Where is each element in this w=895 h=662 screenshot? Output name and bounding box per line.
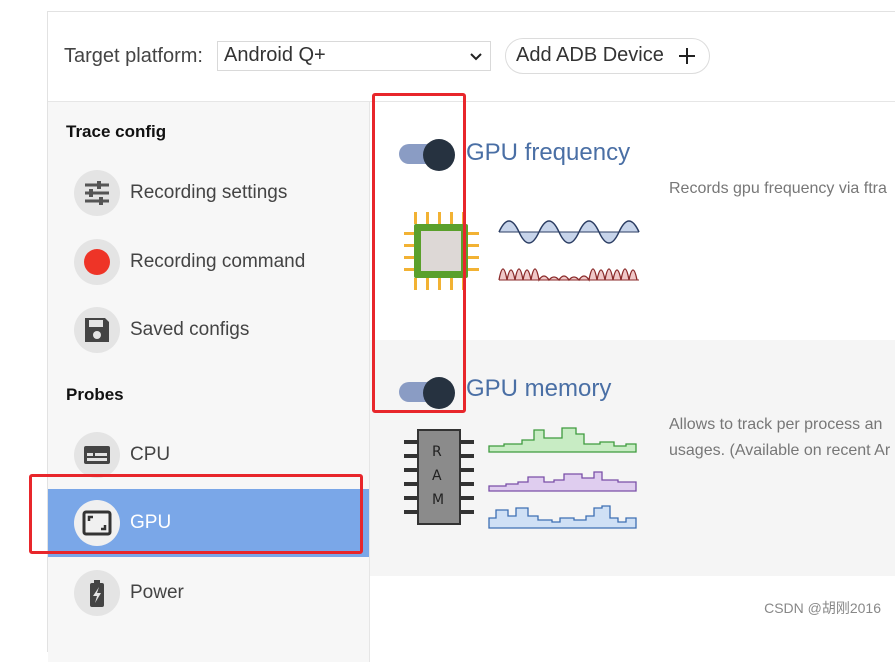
probe-list: GPU frequency Records gpu frequency via … <box>370 102 895 662</box>
sidebar-item-gpu[interactable]: GPU <box>48 489 369 557</box>
toggle-knob <box>423 139 455 171</box>
gpu-chip-waveform-illustration <box>404 212 640 290</box>
sidebar-item-label: Power <box>130 582 184 603</box>
top-bar: Target platform: Android Q+ Add ADB Devi… <box>48 12 895 102</box>
target-platform-value: Android Q+ <box>224 44 326 66</box>
gpu-frequency-title: GPU frequency <box>466 139 631 166</box>
sliders-icon <box>74 170 120 216</box>
sidebar-item-label: Recording command <box>130 251 306 272</box>
svg-text:M: M <box>432 492 444 508</box>
sidebar-item-label: CPU <box>130 444 171 465</box>
target-platform-select[interactable]: Android Q+ <box>217 41 491 71</box>
svg-text:A: A <box>432 468 442 484</box>
add-adb-device-button[interactable]: Add ADB Device <box>505 38 710 74</box>
gpu-frame-icon <box>74 500 120 546</box>
toggle-knob <box>423 377 455 409</box>
plus-icon <box>679 48 695 64</box>
battery-icon <box>74 570 120 616</box>
floppy-disk-icon <box>74 307 120 353</box>
gpu-frequency-description: Records gpu frequency via ftra <box>669 180 887 197</box>
cpu-board-icon <box>74 432 120 478</box>
sidebar-item-cpu[interactable]: CPU <box>48 426 369 484</box>
gpu-frequency-toggle[interactable] <box>399 139 455 171</box>
annotation-box-toggles <box>372 93 466 413</box>
probe-card-gpu-frequency: GPU frequency Records gpu frequency via … <box>370 102 895 338</box>
gpu-memory-description-line-2: usages. (Available on recent Ar <box>669 442 891 459</box>
ram-chip-graphs-illustration: R A M <box>404 427 637 529</box>
probe-card-gpu-memory: GPU memory R A M Allows to track per pro… <box>370 340 895 576</box>
watermark: CSDN @胡刚2016 <box>764 600 881 616</box>
sidebar-item-recording-settings[interactable]: Recording settings <box>48 164 369 222</box>
gpu-memory-title: GPU memory <box>466 375 612 402</box>
sidebar-item-label: Recording settings <box>130 182 288 203</box>
sidebar-item-label: Saved configs <box>130 319 250 340</box>
sidebar-item-saved-configs[interactable]: Saved configs <box>48 301 369 359</box>
annotation-box-gpu-item <box>29 474 363 554</box>
section-title-trace-config: Trace config <box>66 122 167 141</box>
gpu-memory-toggle[interactable] <box>399 377 455 409</box>
record-dot-icon <box>74 239 120 285</box>
svg-text:R: R <box>432 444 442 460</box>
gpu-memory-description-line-1: Allows to track per process an <box>669 416 883 433</box>
chevron-down-icon <box>470 53 482 61</box>
add-adb-device-label: Add ADB Device <box>516 44 664 66</box>
sidebar-item-label: GPU <box>130 512 172 533</box>
sidebar: Trace config Recording settings Recordin… <box>48 102 370 662</box>
app-frame: Target platform: Android Q+ Add ADB Devi… <box>47 11 895 662</box>
section-title-probes: Probes <box>66 385 124 404</box>
target-platform-label: Target platform: <box>64 45 203 67</box>
sidebar-item-power[interactable]: Power <box>48 564 369 622</box>
sidebar-item-recording-command[interactable]: Recording command <box>48 233 369 291</box>
